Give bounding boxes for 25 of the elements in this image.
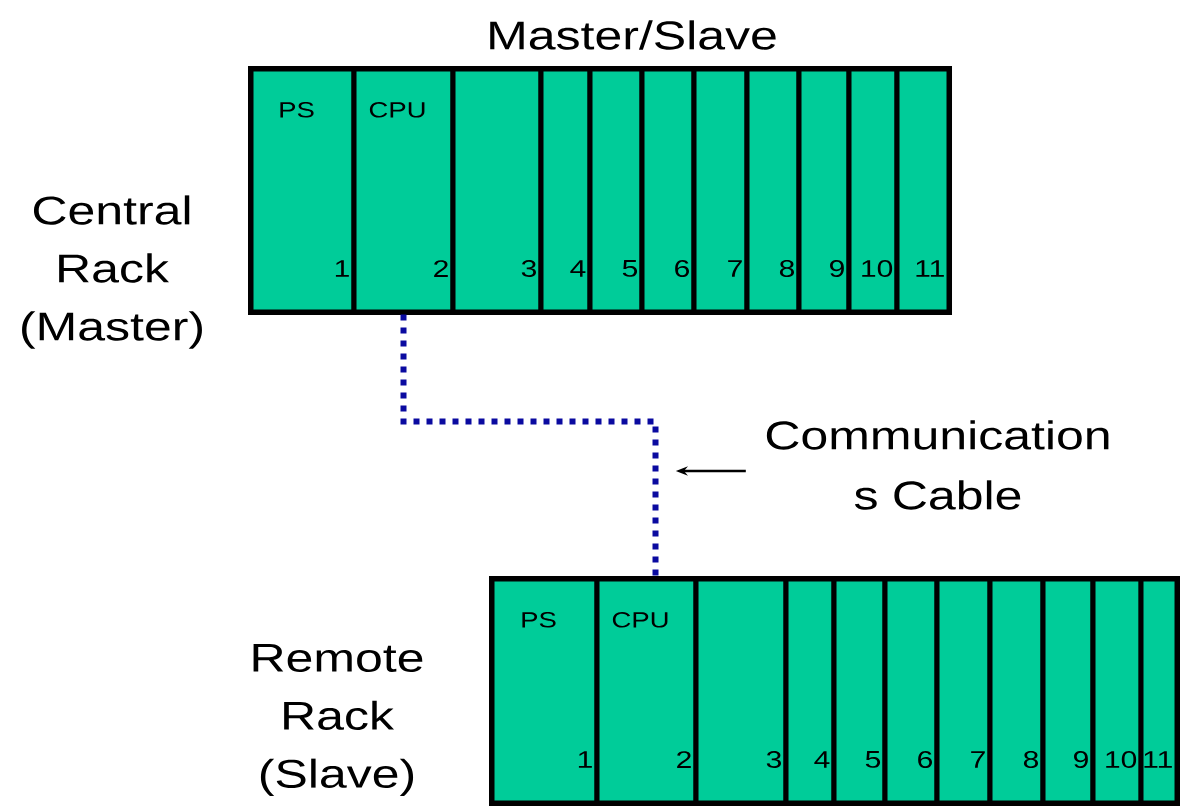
rack-label: Remote Rack (Slave) [253,644,423,796]
rack-label: Central Rack (Master) [22,195,202,349]
slot: 7 [934,576,993,806]
slot: 7 [691,66,750,315]
slot: 5 [587,66,645,315]
slot: 11 [894,66,952,315]
slot: CPU 2 [351,66,456,315]
slot: 6 [639,66,697,315]
slot: 9 [796,66,852,315]
slot: 8 [987,576,1046,806]
slot: 9 [1040,576,1096,806]
cable [400,314,659,577]
cable-label: Communication s Cable [766,420,1109,510]
slot: CPU 2 [594,576,699,806]
slot: 3 [450,66,544,315]
title: Master/Slave [490,20,776,50]
slot: 6 [882,576,940,806]
slot: 3 [693,576,789,806]
slot: 8 [744,66,802,315]
slot: 10 [1090,576,1144,806]
slot: 4 [783,576,837,806]
slot: 11 [1138,576,1180,806]
slot: 10 [846,66,900,315]
slot: 4 [538,66,593,315]
slot: 5 [831,576,888,806]
